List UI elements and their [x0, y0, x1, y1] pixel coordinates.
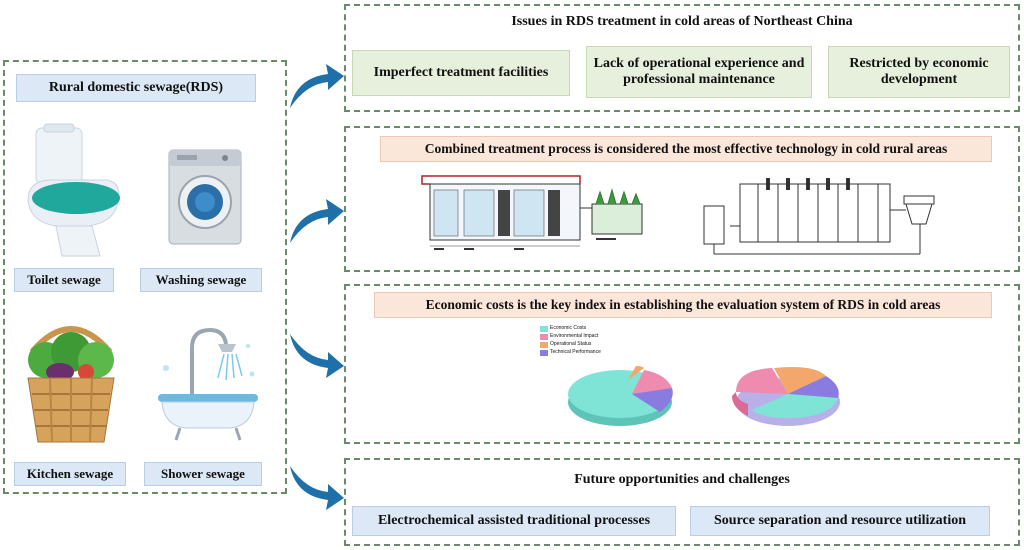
issue-lack-of-experience: Lack of operational experience and profe… [586, 46, 812, 98]
issue-economic-restriction: Restricted by economic development [828, 46, 1010, 98]
future-panel [344, 458, 1020, 546]
issue-imperfect-facilities: Imperfect treatment facilities [352, 50, 570, 96]
vegetable-basket-icon [16, 312, 126, 450]
kitchen-sewage-label: Kitchen sewage [14, 462, 126, 486]
future-title: Future opportunities and challenges [574, 472, 790, 487]
shower-sewage-label: Shower sewage [144, 462, 262, 486]
economic-legend: Economic Costs Environmental Impact Oper… [540, 325, 620, 360]
pie-chart-left [560, 356, 690, 436]
arrow-to-issues [288, 60, 346, 112]
future-electrochemical: Electrochemical assisted traditional pro… [352, 506, 676, 536]
rds-panel-title: Rural domestic sewage(RDS) [16, 74, 256, 102]
legend-label-economic: Economic Costs [550, 325, 587, 331]
legend-label-environment: Environmental Impact [550, 333, 599, 339]
pie-chart-right [722, 356, 852, 436]
legend-swatch-technical [540, 350, 548, 356]
process-schematic-a [410, 168, 670, 266]
arrow-to-future [288, 462, 346, 514]
process-panel [344, 126, 1020, 272]
process-title: Combined treatment process is considered… [380, 136, 992, 162]
future-source-separation: Source separation and resource utilizati… [690, 506, 990, 536]
process-schematic-b [700, 170, 940, 264]
legend-swatch-environment [540, 334, 548, 340]
washing-machine-icon [165, 148, 245, 248]
economic-panel [344, 284, 1020, 444]
rds-sources-panel [3, 60, 287, 494]
issues-panel [344, 4, 1020, 112]
arrow-to-economic [288, 330, 346, 382]
legend-label-technical: Technical Performance [550, 349, 601, 355]
toilet-icon [18, 122, 128, 262]
toilet-sewage-label: Toilet sewage [14, 268, 114, 292]
economic-title: Economic costs is the key index in estab… [374, 292, 992, 318]
washing-sewage-label: Washing sewage [140, 268, 262, 292]
legend-label-operational: Operational Status [550, 341, 592, 347]
bathtub-shower-icon [152, 318, 262, 448]
legend-swatch-economic [540, 326, 548, 332]
issues-title: Issues in RDS treatment in cold areas of… [511, 14, 853, 29]
legend-swatch-operational [540, 342, 548, 348]
arrow-to-process [288, 195, 346, 247]
